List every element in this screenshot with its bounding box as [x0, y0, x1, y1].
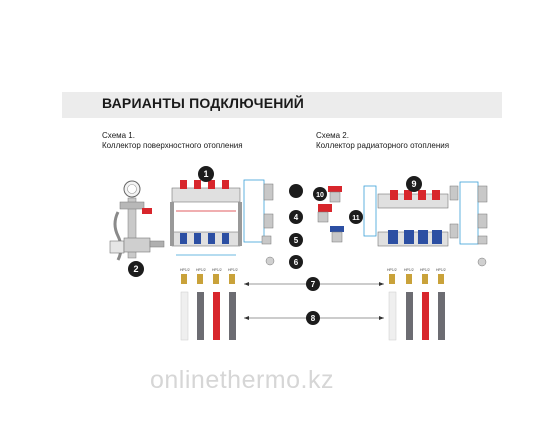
scheme1-caption: Схема 1. Коллектор поверхностного отопле…: [102, 131, 243, 151]
outlet-label-5: НР1/2: [387, 268, 397, 272]
title-banner: ВАРИАНТЫ ПОДКЛЮЧЕНИЙ: [62, 92, 502, 118]
connection-lines-scheme2: [363, 181, 488, 267]
scheme1-description: Коллектор поверхностного отопления: [102, 141, 243, 150]
svg-text:1: 1: [203, 169, 208, 179]
svg-text:10: 10: [316, 192, 324, 199]
svg-text:9: 9: [411, 179, 416, 189]
pipes-scheme2: НР1/2 НР1/2 НР1/2 НР1/2: [387, 268, 446, 341]
valves-scheme2: [317, 186, 344, 243]
svg-text:8: 8: [311, 314, 316, 323]
pump-mixing-group: [109, 180, 165, 261]
svg-text:4: 4: [294, 213, 299, 222]
outlet-label-8: НР1/2: [436, 268, 446, 272]
svg-text:7: 7: [311, 280, 316, 289]
connection-lines-scheme1: [243, 179, 275, 266]
callout-5: 5: [289, 233, 303, 247]
callout-3-plug: [289, 184, 303, 198]
callout-11: 11: [349, 210, 363, 224]
callout-2: 2: [128, 261, 144, 277]
callout-4: 4: [289, 210, 303, 224]
svg-text:6: 6: [294, 258, 299, 267]
svg-text:5: 5: [294, 236, 299, 245]
callout-8: 8: [306, 311, 320, 325]
radiator-manifold-2: [377, 185, 459, 247]
callout-9: 9: [406, 176, 422, 192]
outlet-label-6: НР1/2: [404, 268, 414, 272]
callouts: 1 2 4 5 6 7 8 9 10 11: [128, 166, 422, 325]
outlet-label-3: НР1/2: [212, 268, 222, 272]
svg-text:11: 11: [352, 215, 360, 222]
page-title: ВАРИАНТЫ ПОДКЛЮЧЕНИЙ: [102, 95, 305, 111]
callout-1: 1: [198, 166, 214, 182]
outlet-label-4: НР1/2: [228, 268, 238, 272]
callout-6: 6: [289, 255, 303, 269]
heating-manifold-1: [170, 180, 242, 256]
outlet-label-7: НР1/2: [420, 268, 430, 272]
outlet-label-2: НР1/2: [196, 268, 206, 272]
outlet-label-1: НР1/2: [180, 268, 190, 272]
callout-10: 10: [313, 187, 327, 201]
scheme2-caption: Схема 2. Коллектор радиаторного отоплени…: [316, 131, 449, 151]
scheme2-number: Схема 2.: [316, 131, 349, 140]
callout-7: 7: [306, 277, 320, 291]
watermark: onlinethermo.kz: [150, 366, 334, 394]
pipes-scheme1: НР1/2 НР1/2 НР1/2 НР1/2: [180, 268, 238, 341]
scheme2-description: Коллектор радиаторного отопления: [316, 141, 450, 150]
svg-text:2: 2: [133, 264, 138, 274]
scheme1-number: Схема 1.: [102, 131, 135, 140]
